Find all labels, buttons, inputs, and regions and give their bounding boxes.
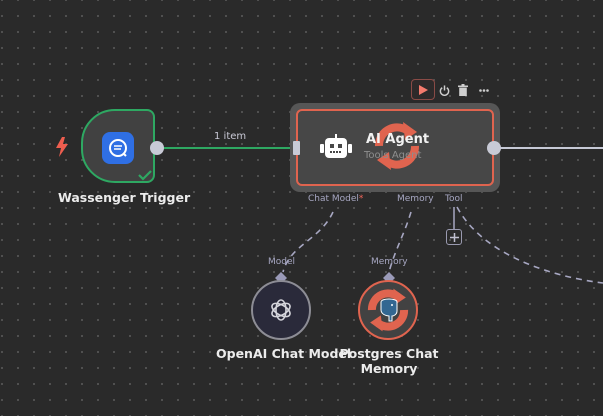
delete-node-button[interactable] [456, 83, 470, 97]
memory-port-label: Memory [397, 194, 434, 204]
trigger-output-handle[interactable] [150, 141, 164, 155]
openai-chat-model-node[interactable] [251, 280, 311, 340]
tool-port-label: Tool [445, 194, 463, 204]
play-icon [419, 84, 428, 95]
run-node-button[interactable] [411, 79, 435, 100]
plus-icon [449, 232, 459, 242]
add-tool-button[interactable] [446, 229, 462, 245]
deactivate-node-button[interactable] [437, 83, 451, 97]
refresh-icon [369, 118, 425, 178]
agent-input-handle[interactable] [293, 141, 300, 155]
chat-model-connection[interactable] [282, 211, 334, 273]
memory-input-port-label: Memory [371, 257, 408, 267]
chat-model-port-label: Chat Model* [308, 194, 364, 204]
tool-dashed-connection[interactable] [456, 206, 603, 284]
postgres-elephant-icon [378, 298, 400, 326]
trigger-lightning-icon [56, 137, 68, 161]
agent-subtitle: Tools Agent [364, 150, 422, 161]
connection-item-count: 1 item [214, 131, 247, 142]
agent-title: AI Agent [366, 132, 430, 147]
robot-icon [320, 134, 352, 164]
power-icon [439, 84, 449, 96]
openai-node-label: OpenAI Chat Model [216, 346, 352, 361]
more-icon [479, 88, 489, 92]
check-icon [138, 166, 152, 185]
trigger-node-label: Wassenger Trigger [58, 190, 191, 205]
openai-icon [271, 299, 291, 321]
model-port-label: Model [268, 257, 296, 267]
postgres-node-label: Postgres Chat Memory [339, 346, 439, 376]
trash-icon [458, 84, 468, 96]
required-marker: * [358, 194, 364, 204]
memory-refresh-icon [363, 285, 413, 339]
agent-output-handle[interactable] [487, 141, 501, 155]
more-options-button[interactable] [477, 83, 491, 97]
memory-connection[interactable] [388, 211, 412, 273]
chat-bubble-icon [102, 132, 134, 164]
